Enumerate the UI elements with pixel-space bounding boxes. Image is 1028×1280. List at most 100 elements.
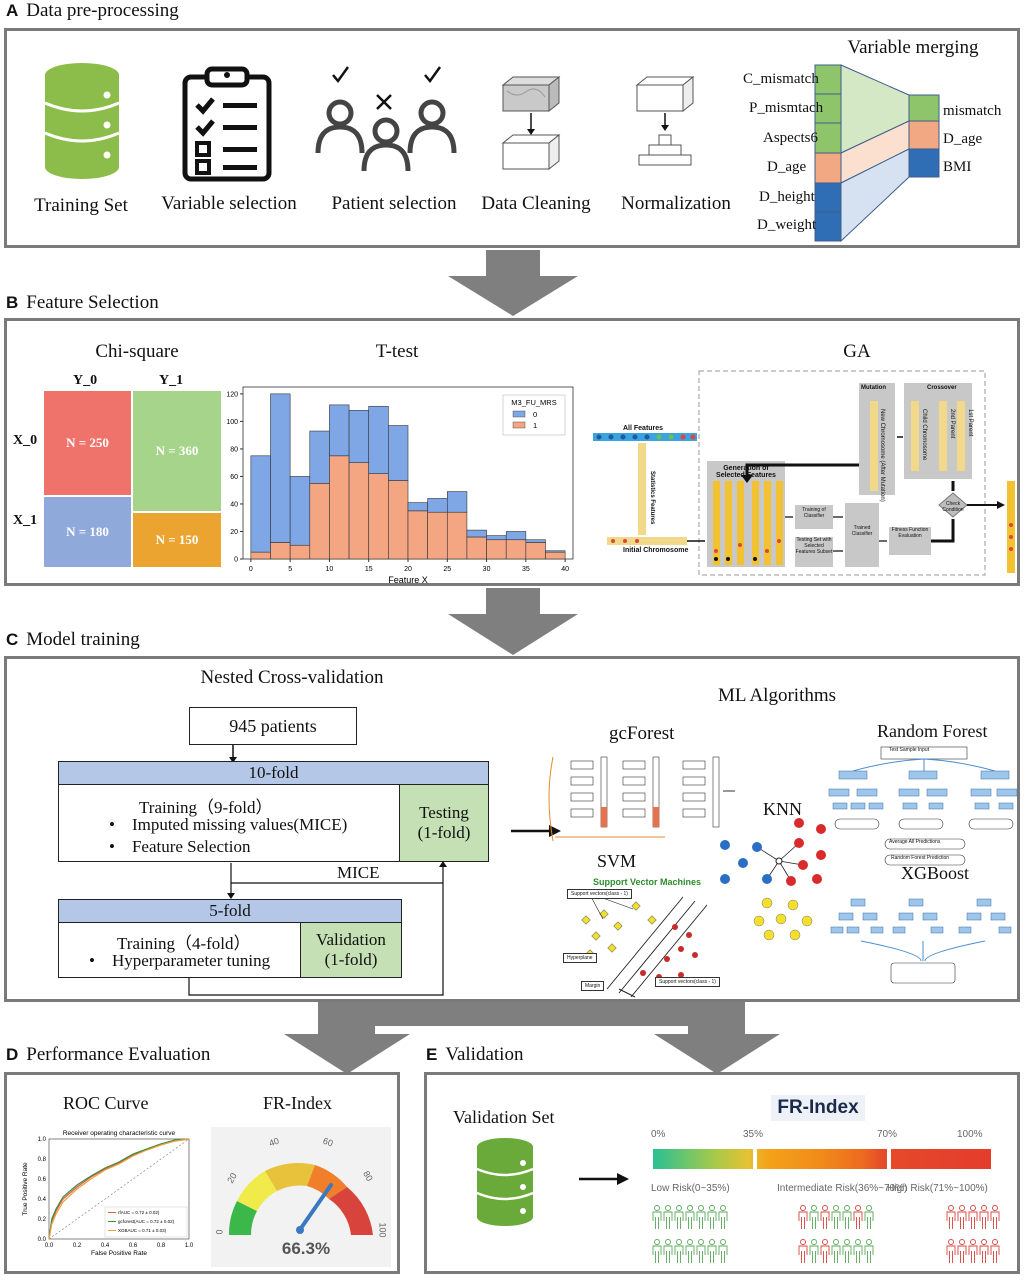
hist-x-tick-label: 15	[365, 566, 373, 573]
merge-input-d-height: D_height	[759, 189, 815, 205]
roc-y-tick-label: 0.4	[38, 1197, 47, 1203]
hist-bar-class1	[446, 511, 468, 560]
person-icon	[674, 1239, 684, 1263]
arrow-c-split	[284, 1002, 780, 1074]
merge-input-p-mismatch: P_mismtach	[749, 100, 824, 116]
train4-label: Training（4-fold）	[117, 934, 251, 953]
person-icon	[990, 1239, 1000, 1263]
ga-title: GA	[843, 341, 871, 362]
merge-input-c-mismatch: C_mismatch	[743, 71, 819, 87]
hist-bar-class0	[309, 430, 330, 484]
mice-label: MICE	[337, 863, 380, 882]
knn-diagram	[720, 818, 826, 941]
panel-model-training: Nested Cross-validation 945 patients 10-…	[4, 656, 1020, 1002]
validation-set-title: Validation Set	[453, 1107, 555, 1127]
hist-x-tick-label: 0	[249, 566, 253, 573]
hist-bar-class0	[407, 502, 428, 512]
hist-bar-class0	[466, 529, 487, 538]
roc-diagonal	[48, 1138, 190, 1240]
person-icon	[831, 1205, 841, 1229]
hist-bar-class1	[505, 539, 527, 560]
hist-bar-class1	[270, 542, 291, 560]
patients-box: 945 patients	[189, 707, 357, 745]
xgboost-label: XGBoost	[901, 863, 970, 883]
gauge-tick-0: 0	[214, 1229, 225, 1235]
person-icon	[946, 1239, 956, 1263]
hist-bar-class0	[505, 531, 527, 541]
person-icon	[957, 1239, 967, 1263]
people-pictogram	[652, 1205, 1000, 1263]
risk-gradient-bar	[653, 1149, 991, 1169]
person-icon	[696, 1205, 706, 1229]
person-icon	[663, 1239, 673, 1263]
hist-bar-class1	[466, 536, 487, 560]
hist-x-tick-label: 20	[404, 566, 412, 573]
pct-35: 35%	[743, 1129, 764, 1140]
person-icon	[707, 1205, 717, 1229]
roc-x-tick-label: 0.2	[73, 1243, 82, 1249]
risk-divider-35	[753, 1147, 757, 1171]
pct-100: 100%	[957, 1129, 983, 1140]
hist-bar-class0	[289, 476, 311, 546]
hist-x-tick-label: 10	[326, 566, 334, 573]
bullet-feature-selection: • Feature Selection	[109, 837, 251, 856]
person-icon	[798, 1239, 808, 1263]
hist-bar-class1	[250, 551, 271, 560]
ga-2nd-parent: 2nd Parent	[949, 409, 955, 439]
roc-y-tick-label: 0.2	[38, 1217, 47, 1223]
person-icon	[979, 1205, 989, 1229]
nested-cv-title: Nested Cross-validation	[200, 667, 384, 688]
hist-y-tick-label: 0	[234, 557, 238, 564]
patients-icon	[315, 66, 457, 172]
chi-cell-x0-y0: N = 250	[44, 391, 131, 495]
person-icon	[853, 1239, 863, 1263]
validation-box: Validation(1-fold)	[300, 922, 402, 978]
gcforest-label: gcForest	[609, 723, 675, 744]
nested-cv-connectors	[188, 861, 447, 996]
person-icon	[809, 1239, 819, 1263]
roc-y-label: True Positive Rate	[22, 1162, 29, 1216]
person-icon	[842, 1239, 852, 1263]
person-icon	[663, 1205, 673, 1229]
gauge-tick-100: 100	[377, 1222, 388, 1238]
step-data-cleaning-label: Data Cleaning	[481, 193, 591, 214]
chi-cell-x1-y1: N = 150	[133, 513, 221, 567]
ga-crossover: Crossover	[927, 385, 957, 391]
rf-final-label: Random Forest Prediction	[891, 855, 950, 861]
hist-x-tick-label: 25	[443, 566, 451, 573]
hist-x-tick-label: 30	[483, 566, 491, 573]
ga-new-chromosome: New Chromosome (After Mutation)	[879, 409, 885, 502]
hist-bar-class1	[388, 480, 409, 560]
hist-x-tick-label: 35	[522, 566, 530, 573]
person-icon	[831, 1239, 841, 1263]
hist-bar-class0	[545, 550, 566, 553]
person-icon	[718, 1205, 728, 1229]
roc-x-tick-label: 1.0	[185, 1243, 194, 1249]
gauge-value: 66.3%	[281, 1239, 331, 1258]
merge-output-mismatch: mismatch	[943, 103, 1002, 119]
database-icon	[44, 63, 120, 179]
hist-bar-class1	[289, 544, 311, 560]
person-icon	[820, 1205, 830, 1229]
hist-legend-label-0: 0	[533, 410, 537, 419]
hist-bar-class0	[270, 393, 291, 543]
panel-performance-evaluation: ROC Curve Receiver operating characteris…	[4, 1072, 400, 1274]
risk-intermediate-label: Intermediate Risk(36%~70%)	[777, 1183, 908, 1194]
testing-box: Testing(1-fold)	[399, 784, 489, 862]
person-icon	[809, 1205, 819, 1229]
person-icon	[979, 1239, 989, 1263]
normalization-icon	[635, 75, 695, 166]
hist-bar-class1	[427, 511, 448, 560]
ga-all-features: All Features	[623, 425, 664, 432]
validation-database-icon	[476, 1138, 534, 1226]
ga-mutation: Mutation	[861, 385, 886, 391]
fr-gauge	[211, 1127, 391, 1267]
hist-bar-class0	[329, 404, 350, 457]
person-icon	[946, 1205, 956, 1229]
person-icon	[685, 1239, 695, 1263]
roc-inner-title: Receiver operating characteristic curve	[63, 1130, 176, 1137]
hist-bar-class0	[486, 535, 507, 541]
